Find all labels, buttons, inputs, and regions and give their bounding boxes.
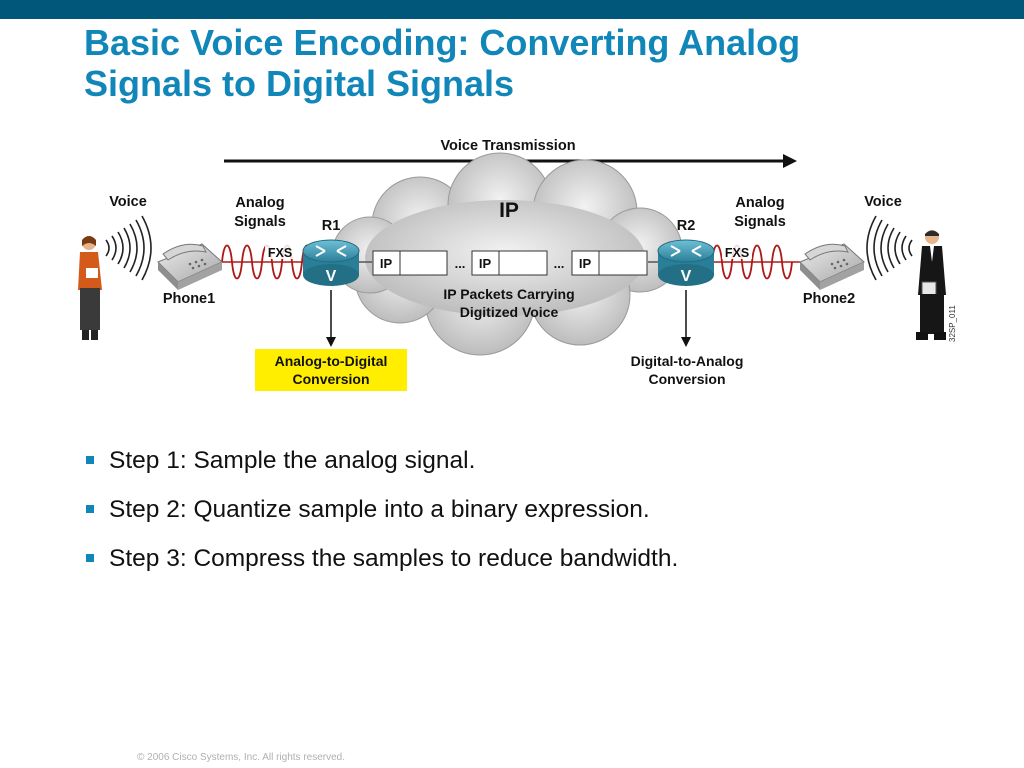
router-r2-mark: V [681, 268, 692, 285]
packets-caption-line-2: Digitized Voice [460, 304, 559, 320]
d2a-label-line-1: Digital-to-Analog [631, 353, 744, 369]
router-r1-icon: V [302, 239, 360, 286]
router-r1-mark: V [326, 268, 337, 285]
step-item-1: Step 1: Sample the analog signal. [84, 444, 678, 493]
slide-title: Basic Voice Encoding: Converting Analog … [84, 22, 984, 104]
square-bullet-icon [86, 456, 94, 464]
step-text-2: Step 2: Quantize sample into a binary ex… [109, 496, 650, 523]
a2d-highlight-box [255, 349, 407, 391]
packet-ellipsis-1: ... [455, 256, 466, 271]
fxs-label-left: FXS [268, 246, 292, 260]
phone2-icon [799, 243, 865, 290]
a2d-label-line-2: Conversion [292, 371, 369, 387]
packets-caption-line-1: IP Packets Carrying [443, 286, 574, 302]
phone1-icon [157, 243, 223, 290]
ip-packet-2-label: IP [479, 256, 492, 271]
square-bullet-icon [86, 554, 94, 562]
man-speaker-icon [916, 230, 946, 340]
router-r2-icon: V [657, 239, 715, 286]
router-r2-label: R2 [677, 218, 696, 234]
ip-packet-3-label: IP [579, 256, 592, 271]
ip-packet-1-label: IP [380, 256, 393, 271]
ip-packet-1: IP [372, 250, 448, 276]
copyright-footer: © 2006 Cisco Systems, Inc. All rights re… [137, 752, 346, 763]
analog-signals-left-line-1: Analog [235, 195, 284, 211]
step-text-3: Step 3: Compress the samples to reduce b… [109, 545, 679, 572]
packet-ellipsis-2: ... [554, 256, 565, 271]
ip-packet-2: IP [471, 250, 548, 276]
woman-speaker-icon [78, 236, 102, 340]
phone1-label: Phone1 [163, 291, 215, 307]
voice-label-right: Voice [864, 194, 902, 210]
step-text-1: Step 1: Sample the analog signal. [109, 447, 476, 474]
router-r1-label: R1 [322, 218, 341, 234]
a2d-label-line-1: Analog-to-Digital [275, 353, 388, 369]
sound-waves-right-icon [866, 215, 913, 281]
d2a-label-line-2: Conversion [648, 371, 725, 387]
d2a-arrow [681, 290, 691, 347]
top-banner [0, 0, 1024, 19]
steps-list: Step 1: Sample the analog signal. Step 2… [84, 444, 678, 591]
slide-title-line-2: Signals to Digital Signals [84, 63, 515, 104]
voice-encoding-diagram: Voice Transmission IP FXS FXS IP ... [78, 138, 957, 391]
step-item-3: Step 3: Compress the samples to reduce b… [84, 542, 678, 591]
analog-signals-right-line-1: Analog [735, 195, 784, 211]
fxs-label-right: FXS [725, 246, 749, 260]
phone2-label: Phone2 [803, 291, 855, 307]
slide-title-line-1: Basic Voice Encoding: Converting Analog [84, 22, 801, 63]
ip-packet-3: IP [571, 250, 648, 276]
sound-waves-left-icon [105, 215, 152, 281]
a2d-arrow [326, 290, 336, 347]
ip-cloud [331, 152, 683, 356]
voice-transmission-label: Voice Transmission [440, 138, 575, 154]
step-item-2: Step 2: Quantize sample into a binary ex… [84, 493, 678, 542]
voice-label-left: Voice [109, 194, 147, 210]
cloud-ip-label: IP [499, 199, 519, 222]
analog-signals-left-line-2: Signals [234, 214, 286, 230]
square-bullet-icon [86, 505, 94, 513]
analog-signals-right-line-2: Signals [734, 214, 786, 230]
figure-id: 32SP_011 [948, 305, 957, 342]
